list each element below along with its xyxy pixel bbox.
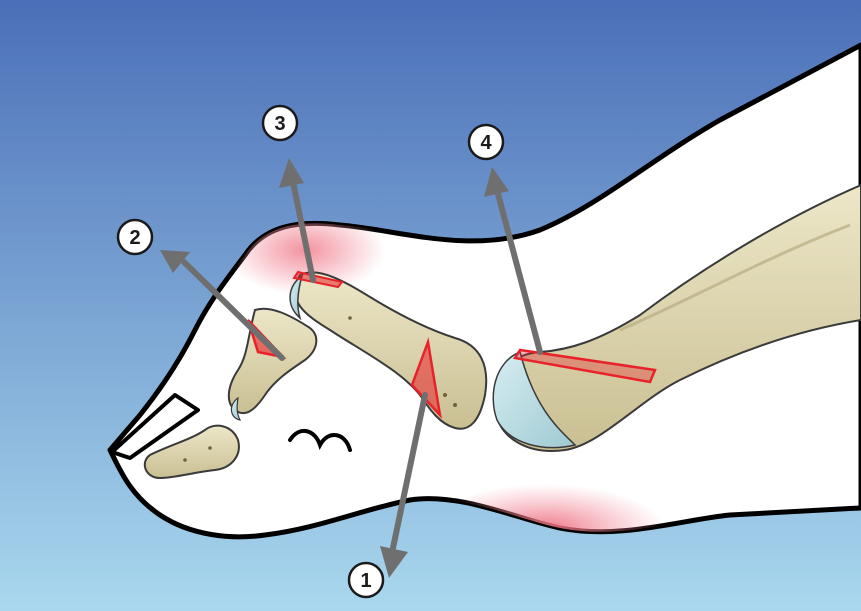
marker-2: 2 [118,220,152,254]
marker-label: 2 [129,227,140,249]
marker-label: 3 [274,113,285,135]
marker-1: 1 [349,563,383,597]
marker-label: 4 [480,132,492,154]
marker-3: 3 [263,106,297,140]
marker-4: 4 [469,125,503,159]
marker-label: 1 [360,570,371,592]
